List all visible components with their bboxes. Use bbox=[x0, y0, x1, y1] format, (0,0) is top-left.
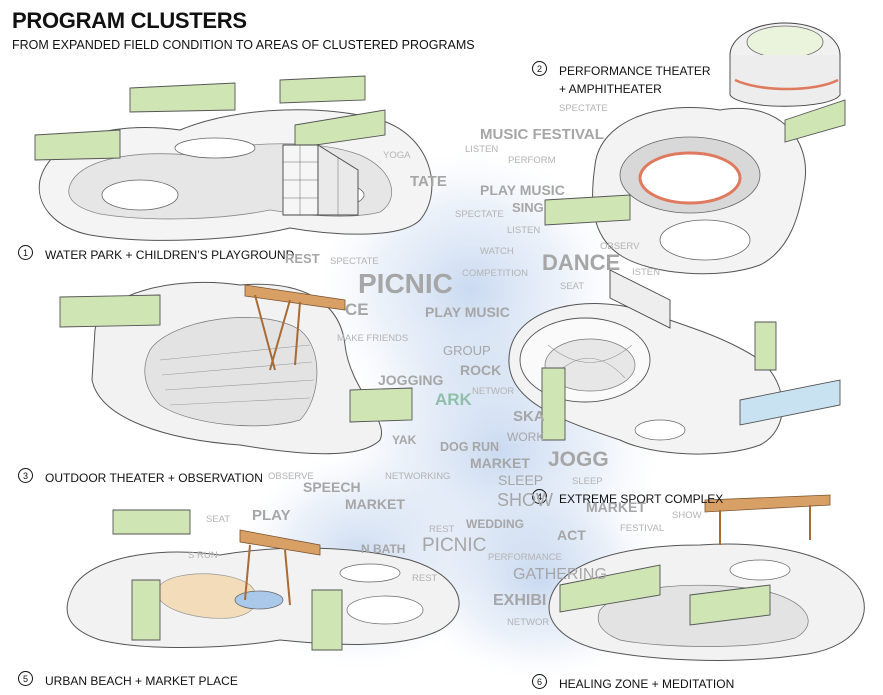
program-word-small: WATCH bbox=[480, 246, 514, 257]
program-word-small: MAKE FRIENDS bbox=[337, 333, 409, 344]
program-word: ROCK bbox=[460, 362, 502, 378]
program-word: SHOW bbox=[497, 490, 553, 510]
program-word-small: FESTIVAL bbox=[620, 523, 665, 534]
cluster-4-number: 4 bbox=[532, 489, 547, 504]
program-word-small: REST bbox=[429, 524, 455, 535]
cluster-4-title: EXTREME SPORT COMPLEX bbox=[559, 492, 724, 506]
program-word: GATHERING bbox=[513, 566, 607, 583]
program-word: DOG RUN bbox=[440, 440, 500, 454]
program-word-small: SLEEP bbox=[572, 476, 603, 487]
cluster-1-number: 1 bbox=[18, 245, 33, 260]
program-word: PLAY MUSIC bbox=[425, 304, 510, 320]
program-word: YAK bbox=[392, 433, 417, 447]
program-word: SKA bbox=[513, 408, 545, 425]
program-word: TATE bbox=[410, 173, 447, 190]
program-word-small: SPECTATE bbox=[559, 103, 608, 114]
program-word: WEDDING bbox=[466, 517, 524, 531]
cluster-1-label: 1 WATER PARK + CHILDREN’S PLAYGROUND bbox=[18, 245, 295, 264]
program-word: JOGGING bbox=[378, 372, 444, 388]
cluster-5-title: URBAN BEACH + MARKET PLACE bbox=[45, 674, 238, 688]
program-word: SLEEP bbox=[498, 472, 544, 488]
program-word: CE bbox=[345, 300, 369, 319]
program-word-small: ISTEN bbox=[632, 267, 660, 278]
cluster-3-title: OUTDOOR THEATER + OBSERVATION bbox=[45, 471, 263, 485]
program-word: ACT bbox=[557, 527, 586, 543]
program-word-small: LISTEN bbox=[507, 225, 541, 236]
program-word: PLAY MUSIC bbox=[480, 182, 565, 198]
cluster-5-number: 5 bbox=[18, 671, 33, 686]
program-word-small: OBSERV bbox=[600, 241, 640, 252]
program-word: DANCE bbox=[542, 250, 621, 275]
cluster-3-label: 3 OUTDOOR THEATER + OBSERVATION bbox=[18, 468, 263, 487]
program-word: MUSIC FESTIVAL bbox=[480, 126, 604, 143]
program-word-small: REST bbox=[412, 573, 438, 584]
cluster-6-illustration bbox=[548, 494, 865, 661]
cluster-1-illustration bbox=[34, 75, 433, 241]
cluster-2-title-line2: + AMPHITHEATER bbox=[559, 82, 662, 96]
program-word-small: NETWORKING bbox=[385, 471, 451, 482]
program-word-small: YOGA bbox=[383, 150, 411, 161]
program-word-small: SEAT bbox=[206, 514, 231, 525]
program-word: PLAY bbox=[252, 507, 291, 524]
program-word-small: S RUN bbox=[188, 550, 218, 561]
cluster-5-illustration bbox=[66, 509, 460, 651]
cluster-6-label: 6 HEALING ZONE + MEDITATION bbox=[532, 674, 735, 693]
program-word: SPEECH bbox=[303, 479, 361, 495]
program-word-small: NETWOR bbox=[472, 386, 515, 397]
page-title: PROGRAM CLUSTERS bbox=[12, 8, 247, 33]
cluster-2-number: 2 bbox=[532, 61, 547, 76]
cluster-4-label: 4 EXTREME SPORT COMPLEX bbox=[532, 489, 724, 508]
program-word: REST bbox=[285, 251, 320, 266]
cluster-6-title: HEALING ZONE + MEDITATION bbox=[559, 677, 735, 691]
program-word: SING bbox=[512, 200, 544, 215]
program-word: ARK bbox=[435, 390, 472, 409]
cluster-4-illustration bbox=[508, 269, 841, 455]
program-word: MARKET bbox=[345, 496, 405, 512]
program-word-small: SEAT bbox=[560, 281, 585, 292]
program-word: N BATH bbox=[361, 542, 406, 556]
program-word-small: SPECTATE bbox=[455, 209, 504, 220]
program-word: MARKET bbox=[586, 499, 646, 515]
cluster-6-number: 6 bbox=[532, 674, 547, 689]
cluster-1-title: WATER PARK + CHILDREN’S PLAYGROUND bbox=[45, 248, 295, 262]
page-subtitle: FROM EXPANDED FIELD CONDITION TO AREAS O… bbox=[12, 38, 475, 52]
program-word-small: PERFORM bbox=[508, 155, 556, 166]
cluster-3-illustration bbox=[59, 282, 413, 455]
program-word: PICNIC bbox=[422, 535, 487, 556]
program-word: WORK bbox=[507, 430, 545, 444]
program-word-small: SHOW bbox=[672, 510, 702, 521]
cluster-3-number: 3 bbox=[18, 468, 33, 483]
program-word: PICNIC bbox=[358, 268, 453, 299]
program-word-small: OBSERVE bbox=[268, 471, 314, 482]
cluster-2-illustration bbox=[544, 22, 846, 275]
program-word: GROUP bbox=[443, 343, 491, 358]
program-word-small: NETWOR bbox=[507, 617, 550, 628]
program-word-small: COMPETITION bbox=[462, 268, 528, 279]
program-word: EXHIBI bbox=[493, 592, 547, 609]
program-word: MARKET bbox=[470, 455, 530, 471]
program-word: JOGG bbox=[548, 448, 609, 471]
program-word-small: SPECTATE bbox=[330, 256, 379, 267]
program-word-small: LISTEN bbox=[465, 144, 499, 155]
cluster-2-label: 2 PERFORMANCE THEATER + AMPHITHEATER bbox=[532, 61, 711, 98]
program-word-small: PERFORMANCE bbox=[488, 552, 562, 563]
cluster-5-label: 5 URBAN BEACH + MARKET PLACE bbox=[18, 671, 238, 690]
cluster-2-title: PERFORMANCE THEATER bbox=[559, 64, 711, 78]
